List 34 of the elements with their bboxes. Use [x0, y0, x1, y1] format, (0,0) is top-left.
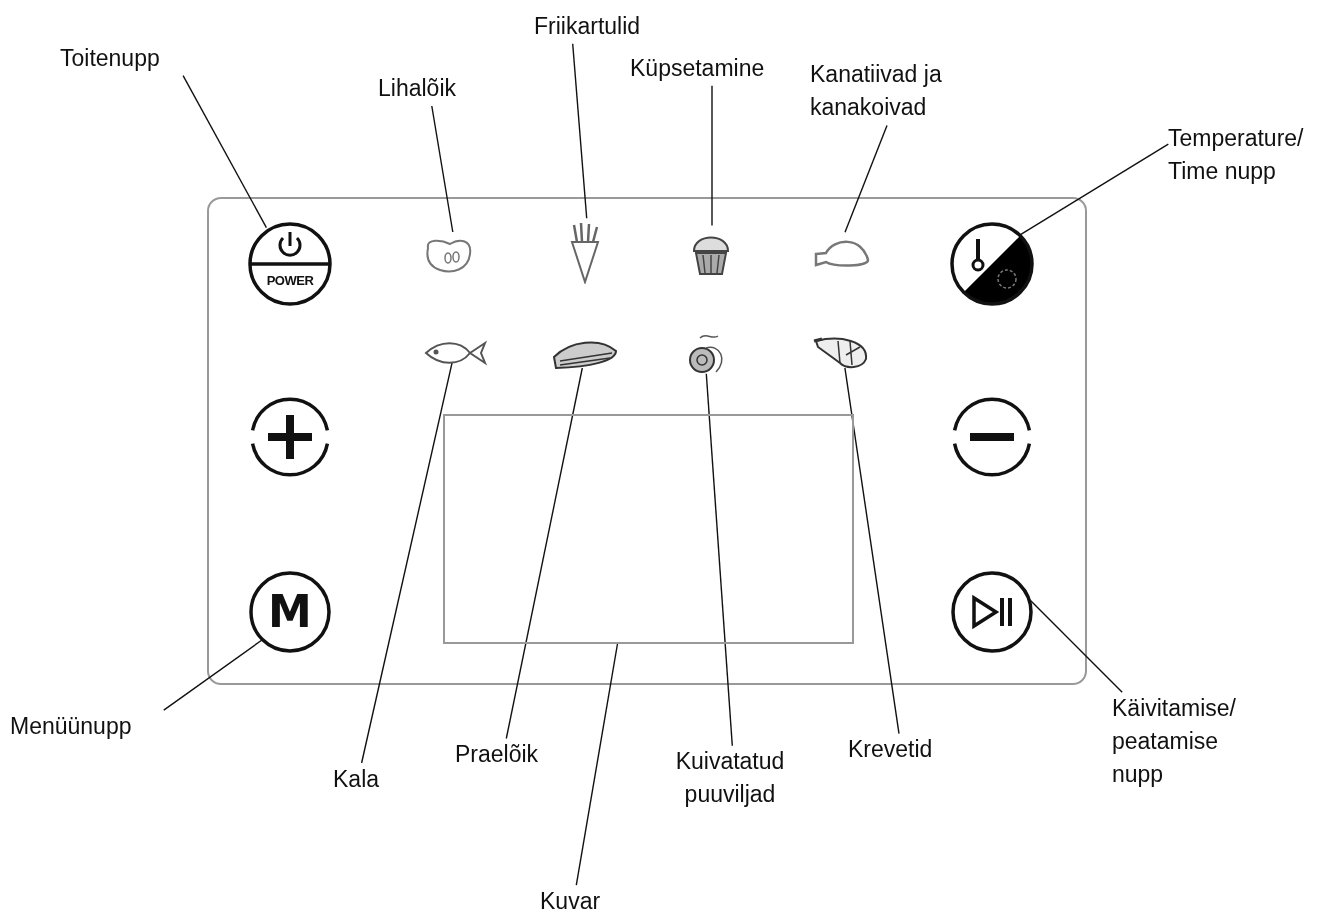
- callout-label: Krevetid: [848, 733, 960, 766]
- display-screen: [443, 414, 854, 644]
- leader-line: [505, 367, 583, 740]
- power-button: POWER: [247, 221, 333, 307]
- leader-line: [360, 361, 453, 764]
- plus-button: [248, 395, 332, 479]
- minus-button: [950, 395, 1034, 479]
- control-panel: [207, 197, 1087, 685]
- callout-label: Temperature/ Time nupp: [1168, 122, 1318, 188]
- callout-label: Menüünupp: [10, 710, 170, 743]
- callout-label: Kuivatatud puuviljad: [650, 745, 810, 811]
- callout-label: Küpsetamine: [630, 52, 798, 85]
- leader-line: [844, 124, 888, 233]
- menu-button: M: [248, 570, 332, 654]
- leader-line: [711, 85, 713, 227]
- callout-label: Toitenupp: [60, 42, 195, 75]
- leader-line: [705, 373, 733, 747]
- temperature-time-button: [949, 221, 1035, 307]
- callout-label: Kuvar: [540, 885, 615, 918]
- callout-label: Käivitamise/ peatamise nupp: [1112, 692, 1262, 791]
- leader-line: [1019, 143, 1169, 236]
- callout-label: Lihalõik: [378, 72, 482, 105]
- leader-line: [844, 367, 900, 735]
- fish-icon: [422, 340, 488, 366]
- play-pause-button: [950, 570, 1034, 654]
- callout-label: Friikartulid: [534, 10, 646, 43]
- leader-line: [431, 105, 454, 233]
- leader-line: [182, 75, 268, 229]
- callout-label: Praelõik: [455, 738, 563, 771]
- callout-label: Kala: [333, 763, 393, 796]
- leader-line: [575, 641, 619, 886]
- callout-label: Kanatiivad ja kanakoivad: [810, 58, 975, 124]
- leader-line: [572, 43, 588, 219]
- leader-line: [163, 639, 263, 711]
